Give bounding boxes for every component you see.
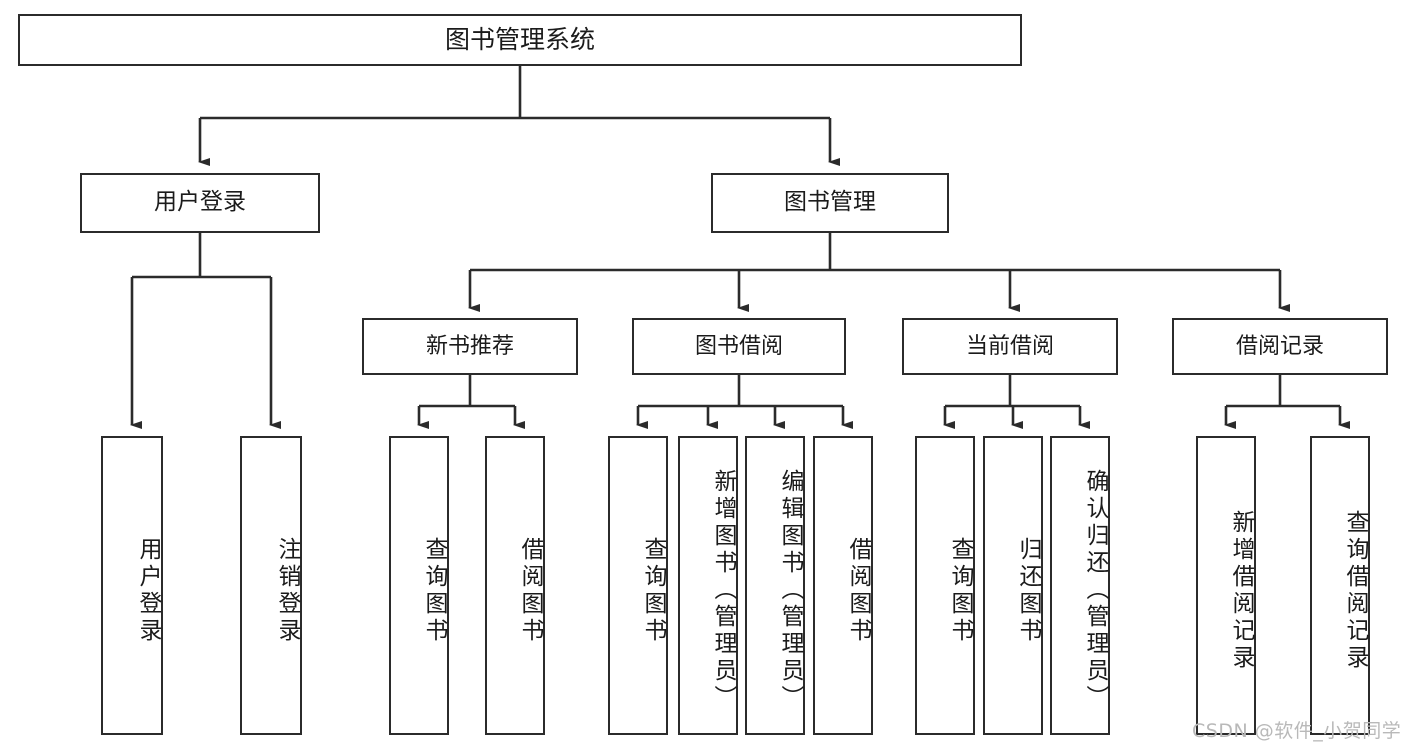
node-leaf-edit-book-label: 编辑图书（管理员） <box>777 469 803 712</box>
node-leaf-query-book-1-label: 查询图书 <box>421 536 447 645</box>
node-leaf-borrow-book-2-label: 借阅图书 <box>845 536 871 645</box>
node-leaf-add-record[interactable]: 新增借阅记录 <box>1196 436 1256 735</box>
node-current-borrow-label: 当前借阅 <box>965 333 1054 359</box>
node-leaf-borrow-book-2[interactable]: 借阅图书 <box>813 436 873 735</box>
node-leaf-query-book-1[interactable]: 查询图书 <box>389 436 449 735</box>
node-leaf-add-record-label: 新增借阅记录 <box>1228 509 1254 672</box>
node-leaf-borrow-book-1-label: 借阅图书 <box>517 536 543 645</box>
node-borrow-record[interactable]: 借阅记录 <box>1172 318 1388 375</box>
node-leaf-return-book-label: 归还图书 <box>1015 536 1041 645</box>
node-leaf-user-login[interactable]: 用户登录 <box>101 436 163 735</box>
node-leaf-logout-login-label: 注销登录 <box>274 536 300 645</box>
node-leaf-add-book[interactable]: 新增图书（管理员） <box>678 436 738 735</box>
node-leaf-add-book-label: 新增图书（管理员） <box>710 469 736 712</box>
node-new-book-recommend-label: 新书推荐 <box>425 333 514 359</box>
node-root-label: 图书管理系统 <box>444 25 595 55</box>
node-leaf-return-book[interactable]: 归还图书 <box>983 436 1043 735</box>
node-user-login[interactable]: 用户登录 <box>80 173 320 233</box>
node-leaf-query-book-2-label: 查询图书 <box>640 536 666 645</box>
node-book-borrow-label: 图书借阅 <box>694 333 783 359</box>
node-book-manage[interactable]: 图书管理 <box>711 173 949 233</box>
node-leaf-query-book-2[interactable]: 查询图书 <box>608 436 668 735</box>
node-leaf-confirm-return[interactable]: 确认归还（管理员） <box>1050 436 1110 735</box>
node-user-login-label: 用户登录 <box>154 189 246 216</box>
node-new-book-recommend[interactable]: 新书推荐 <box>362 318 578 375</box>
node-borrow-record-label: 借阅记录 <box>1235 333 1324 359</box>
node-leaf-query-record-label: 查询借阅记录 <box>1342 509 1368 672</box>
node-current-borrow[interactable]: 当前借阅 <box>902 318 1118 375</box>
node-root[interactable]: 图书管理系统 <box>18 14 1022 66</box>
node-leaf-borrow-book-1[interactable]: 借阅图书 <box>485 436 545 735</box>
csdn-watermark: CSDN @软件_小贺同学 <box>1192 720 1402 742</box>
node-leaf-logout-login[interactable]: 注销登录 <box>240 436 302 735</box>
node-leaf-user-login-label: 用户登录 <box>135 536 161 645</box>
node-book-borrow[interactable]: 图书借阅 <box>632 318 846 375</box>
node-leaf-edit-book[interactable]: 编辑图书（管理员） <box>745 436 805 735</box>
node-leaf-confirm-return-label: 确认归还（管理员） <box>1082 469 1108 712</box>
node-book-manage-label: 图书管理 <box>784 189 876 216</box>
node-leaf-query-book-3-label: 查询图书 <box>947 536 973 645</box>
node-leaf-query-record[interactable]: 查询借阅记录 <box>1310 436 1370 735</box>
node-leaf-query-book-3[interactable]: 查询图书 <box>915 436 975 735</box>
